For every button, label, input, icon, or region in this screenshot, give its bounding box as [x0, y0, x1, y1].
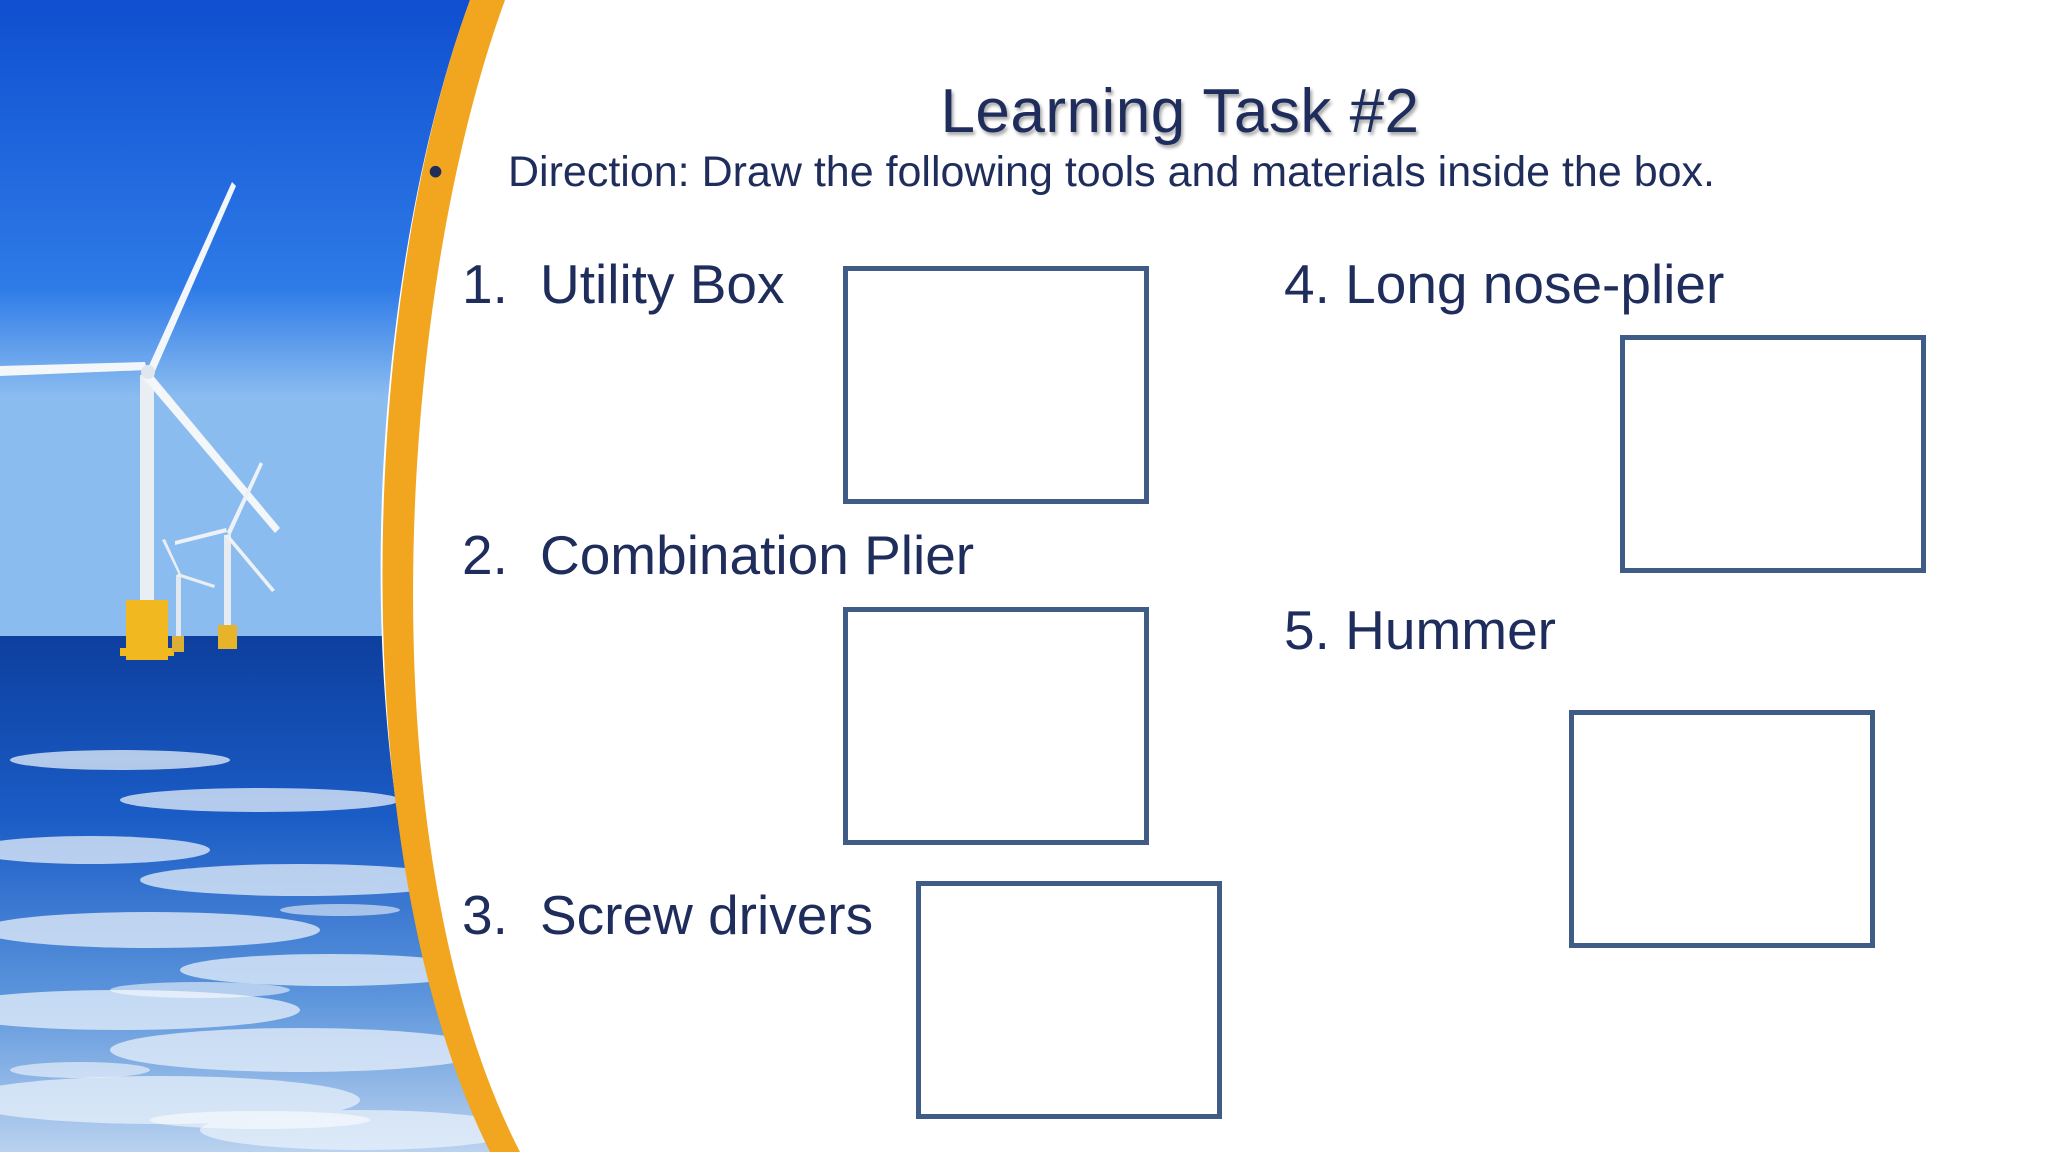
wind-turbine-icon [0, 182, 280, 660]
item-label: Long nose-plier [1345, 253, 1725, 315]
item-label: Utility Box [540, 253, 785, 315]
item-screw-drivers: 3. Screw drivers [462, 883, 873, 947]
item-hummer: 5. Hummer [1284, 598, 1556, 662]
drawing-box-combination-plier[interactable] [843, 607, 1149, 845]
item-label: Screw drivers [540, 884, 874, 946]
item-long-nose-plier: 4. Long nose-plier [1284, 252, 1724, 316]
item-number: 1. [462, 253, 508, 315]
item-number: 2. [462, 524, 508, 586]
drawing-box-hummer[interactable] [1569, 710, 1875, 948]
orange-swoosh-decoration [382, 0, 520, 1152]
item-combination-plier: 2. Combination Plier [462, 523, 974, 587]
item-utility-box: 1. Utility Box [462, 252, 785, 316]
item-number: 4. [1284, 253, 1330, 315]
drawing-box-screw-drivers[interactable] [916, 881, 1222, 1119]
item-number: 5. [1284, 599, 1330, 661]
drawing-box-utility-box[interactable] [843, 266, 1149, 504]
item-label: Hummer [1345, 599, 1556, 661]
direction-text: • Direction: Draw the following tools and… [428, 148, 1715, 197]
bullet-icon: • [428, 148, 444, 196]
direction-label: Direction: Draw the following tools and … [508, 148, 1715, 196]
drawing-box-long-nose-plier[interactable] [1620, 335, 1926, 573]
slide-title: Learning Task #2 [940, 77, 1420, 146]
item-label: Combination Plier [540, 524, 975, 586]
item-number: 3. [462, 884, 508, 946]
